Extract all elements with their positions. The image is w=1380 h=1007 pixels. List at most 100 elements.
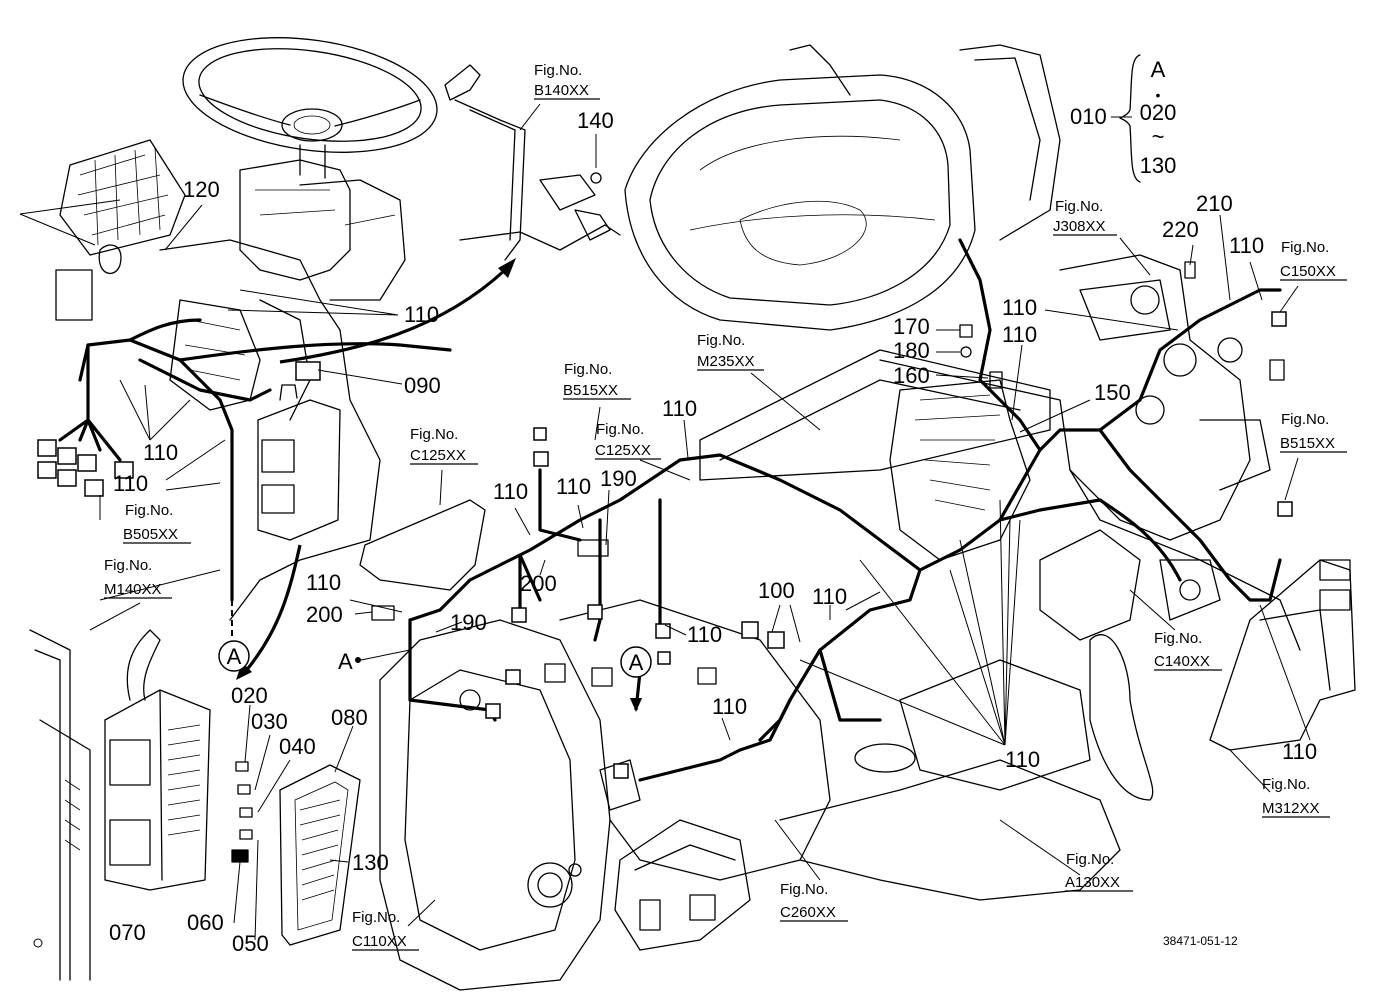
fig-ref-b515-right: Fig.No. B515XX xyxy=(1280,411,1347,453)
svg-text:M235XX: M235XX xyxy=(697,353,755,370)
fig-ref-b140: Fig.No. B140XX xyxy=(534,62,600,100)
seat-art xyxy=(624,44,1061,331)
part-label-090: 090 xyxy=(404,373,441,398)
fig-ref-c125-center: Fig.No. C125XX xyxy=(595,421,661,460)
flow-arrows xyxy=(231,258,642,712)
set-bracket-parent: 010 xyxy=(1070,104,1107,129)
part-label-160: 160 xyxy=(893,363,930,388)
part-label-120: 120 xyxy=(183,177,220,202)
c260-valve-art xyxy=(599,759,751,951)
part-label-220: 220 xyxy=(1162,217,1199,242)
steering-wheel-art xyxy=(182,37,438,301)
dashboard-column-art xyxy=(159,239,381,621)
fig-ref-c140: Fig.No. C140XX xyxy=(1154,630,1222,671)
svg-text:Fig.No.: Fig.No. xyxy=(564,361,612,378)
part-label-170: 170 xyxy=(893,314,930,339)
b140-bracket-art xyxy=(444,64,621,261)
svg-text:C140XX: C140XX xyxy=(1154,653,1210,670)
circle-callout-a-left: A xyxy=(218,640,250,672)
fig-ref-j308: Fig.No. J308XX xyxy=(1053,198,1117,236)
svg-text:C260XX: C260XX xyxy=(780,904,836,921)
part-label-110: 110 xyxy=(556,474,591,499)
part-label-110: 110 xyxy=(306,570,341,595)
svg-text:C125XX: C125XX xyxy=(410,447,466,464)
set-bracket-dot: • xyxy=(1156,87,1161,103)
svg-text:Fig.No.: Fig.No. xyxy=(125,502,173,519)
svg-text:Fig.No.: Fig.No. xyxy=(1066,851,1114,868)
part-label-110: 110 xyxy=(1005,747,1040,772)
corner-mark-icon xyxy=(33,938,43,948)
set-bracket-middle: 020 xyxy=(1140,100,1177,125)
fig-ref-c110: Fig.No. C110XX xyxy=(352,909,419,951)
part-number-labels: 120 110 090 110 110 140 020 030 040 080 … xyxy=(109,108,1317,956)
part-label-190: 190 xyxy=(450,610,487,635)
part-label-110: 110 xyxy=(143,440,178,465)
part-label-110: 110 xyxy=(687,622,722,647)
fuses-020-060 xyxy=(231,761,253,863)
c125-plate-art xyxy=(359,499,486,591)
relays-b505 xyxy=(37,439,134,497)
m312-bracket-art xyxy=(1209,559,1356,751)
svg-text:Fig.No.: Fig.No. xyxy=(1055,198,1103,215)
leader-lines xyxy=(19,103,1311,941)
fig-ref-a130: Fig.No. A130XX xyxy=(1065,851,1133,892)
part-label-140: 140 xyxy=(577,108,614,133)
part-label-100: 100 xyxy=(758,578,795,603)
part-label-110: 110 xyxy=(493,479,528,504)
svg-text:Fig.No.: Fig.No. xyxy=(697,332,745,349)
svg-text:C110XX: C110XX xyxy=(352,933,407,950)
set-bracket-tilde: ~ xyxy=(1152,124,1165,149)
svg-text:B515XX: B515XX xyxy=(563,382,618,399)
part-label-110: 110 xyxy=(113,471,148,496)
part-label-080: 080 xyxy=(331,705,368,730)
part-label-110: 110 xyxy=(1229,233,1264,258)
svg-text:C150XX: C150XX xyxy=(1280,263,1336,280)
part-label-190: 190 xyxy=(600,466,637,491)
part-label-110: 110 xyxy=(404,302,439,327)
part-label-130: 130 xyxy=(352,850,389,875)
part-label-110: 110 xyxy=(712,694,747,719)
svg-text:C125XX: C125XX xyxy=(595,442,651,459)
figure-references: Fig.No. B140XX Fig.No. M235XX Fig.No. J3… xyxy=(104,62,1347,951)
fig-ref-m312: Fig.No. M312XX xyxy=(1262,776,1330,818)
part-label-110: 110 xyxy=(812,584,847,609)
part-label-030: 030 xyxy=(251,709,288,734)
part-label-110: 110 xyxy=(1282,739,1317,764)
fig-ref-m235: Fig.No. M235XX xyxy=(697,332,764,371)
part-label-180: 180 xyxy=(893,338,930,363)
cab-left-panel-art xyxy=(29,629,91,981)
part-label-050: 050 xyxy=(232,931,269,956)
part-label-040: 040 xyxy=(279,734,316,759)
svg-text:Fig.No.: Fig.No. xyxy=(104,557,152,574)
svg-text:Fig.No.: Fig.No. xyxy=(1262,776,1310,793)
harness-connectors xyxy=(295,311,1293,779)
svg-text:M312XX: M312XX xyxy=(1262,800,1320,817)
svg-text:Fig.No.: Fig.No. xyxy=(780,881,828,898)
controller-box-090 xyxy=(257,384,341,541)
part-label-070: 070 xyxy=(109,920,146,945)
part-label-060: 060 xyxy=(187,910,224,935)
gauge-cluster-art xyxy=(55,139,186,321)
fuse-box-070 xyxy=(104,629,211,891)
fuse-cover-080 xyxy=(279,764,361,946)
svg-text:Fig.No.: Fig.No. xyxy=(596,421,644,438)
wire-harness xyxy=(58,238,1282,782)
part-label-020: 020 xyxy=(231,683,268,708)
part-label-110: 110 xyxy=(1002,322,1037,347)
fig-ref-b505: Fig.No. B505XX xyxy=(123,502,191,544)
fig-ref-c150: Fig.No. C150XX xyxy=(1280,239,1347,281)
set-bracket-bottom: 130 xyxy=(1140,153,1177,178)
svg-text:B140XX: B140XX xyxy=(534,82,589,99)
fig-ref-m140: Fig.No. M140XX xyxy=(104,557,172,599)
tractor-frame-art xyxy=(699,254,1301,651)
part-label-110: 110 xyxy=(662,396,697,421)
plain-callout-a: A xyxy=(338,649,411,674)
fig-ref-b515-center: Fig.No. B515XX xyxy=(563,361,631,400)
circle-a-center-text: A xyxy=(629,650,644,675)
svg-text:Fig.No.: Fig.No. xyxy=(1154,630,1202,647)
svg-text:J308XX: J308XX xyxy=(1053,218,1106,235)
transmission-case-art xyxy=(379,599,1154,991)
svg-text:A130XX: A130XX xyxy=(1065,874,1120,891)
set-bracket-top: A xyxy=(1151,57,1166,82)
